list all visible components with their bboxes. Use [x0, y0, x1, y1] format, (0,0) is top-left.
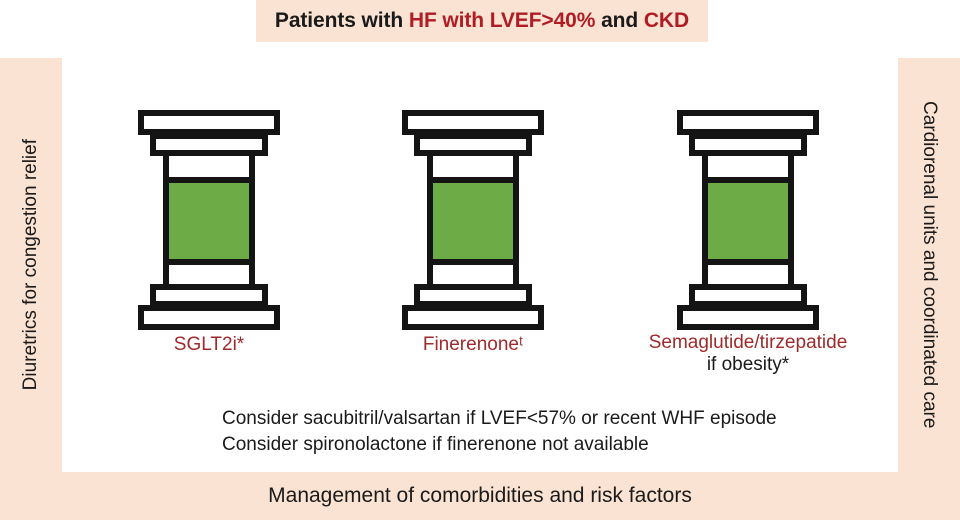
right-rail-label: Cardiorenal units and coordinated care — [919, 101, 940, 429]
drug-label-finerenone: Finerenoneᵗ — [373, 334, 573, 356]
pillar-capital-top-slab — [402, 110, 544, 135]
pillar-capital-top-slab — [677, 110, 819, 135]
pillar-green-fill — [702, 177, 794, 265]
drug-condition-note: if obesity* — [706, 353, 790, 375]
page-title: Patients with HF with LVEF>40% and CKD — [275, 9, 689, 33]
pillar-semaglutide-tirzepatide — [675, 110, 821, 330]
left-rail-diuretics: Diuretrics for congestion relief — [0, 58, 62, 472]
pillar-base-upper-slab — [414, 284, 532, 307]
title-highlight-ckd: CKD — [643, 9, 690, 32]
pillar-capital-lower-slab — [689, 133, 807, 156]
right-rail-cardiorenal-units: Cardiorenal units and coordinated care — [898, 58, 960, 472]
pillar-green-fill — [163, 177, 255, 265]
footer-label: Management of comorbidities and risk fac… — [268, 484, 692, 507]
pillar-base-upper-slab — [150, 284, 268, 307]
pillar-sglt2i — [136, 110, 282, 330]
pillar-finerenone — [400, 110, 546, 330]
pillar-green-fill — [427, 177, 519, 265]
pillar-capital-top-slab — [138, 110, 280, 135]
title-highlight-hf: HF with LVEF>40% — [408, 9, 596, 32]
drug-name: Semaglutide/tirzepatide — [648, 332, 848, 353]
pillar-base-bottom-slab — [402, 305, 544, 330]
title-prefix: Patients with — [274, 9, 409, 32]
drug-label-sglt2i: SGLT2i* — [109, 334, 309, 356]
consider-note-line-2: Consider spironolactone if finerenone no… — [222, 434, 649, 456]
consider-note-line-1: Consider sacubitril/valsartan if LVEF<57… — [222, 408, 777, 429]
drug-label-semaglutide-tirzepatide: Semaglutide/tirzepatide if obesity* — [598, 332, 898, 376]
left-rail-label: Diuretrics for congestion relief — [20, 139, 41, 391]
drug-name: SGLT2i* — [173, 334, 245, 355]
pillar-capital-lower-slab — [150, 133, 268, 156]
pillar-base-bottom-slab — [677, 305, 819, 330]
title-conjunction: and — [595, 9, 644, 32]
footer-band: Management of comorbidities and risk fac… — [0, 472, 960, 520]
consider-notes: Consider sacubitril/valsartan if LVEF<57… — [222, 406, 777, 458]
title-band: Patients with HF with LVEF>40% and CKD — [256, 0, 708, 42]
pillar-capital-lower-slab — [414, 133, 532, 156]
pillar-base-bottom-slab — [138, 305, 280, 330]
drug-name: Finerenoneᵗ — [422, 334, 524, 355]
pillar-base-upper-slab — [689, 284, 807, 307]
